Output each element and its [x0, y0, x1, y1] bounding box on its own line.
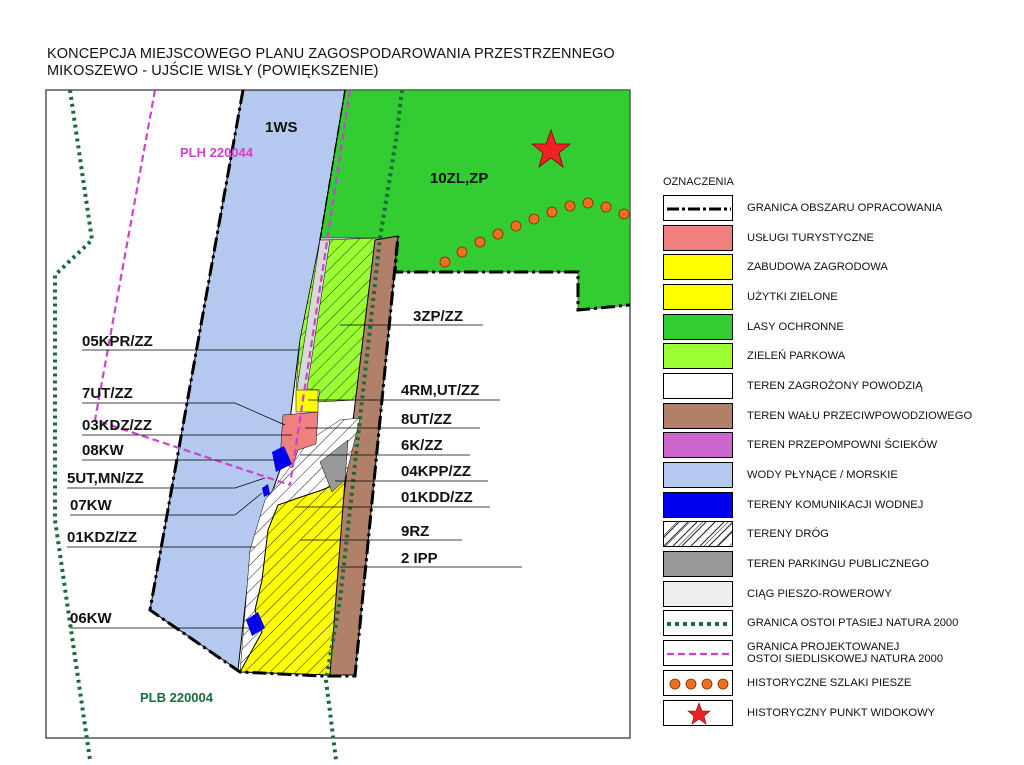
swatch-park: [663, 343, 733, 370]
swatch-levee: [663, 402, 733, 429]
label-01kdz: 01KDZ/ZZ: [67, 529, 137, 546]
swatch-pump: [663, 432, 733, 459]
label-01kdd: 01KDD/ZZ: [401, 489, 473, 506]
label-8ut: 8UT/ZZ: [401, 411, 452, 428]
legend-item: UŻYTKI ZIELONE: [663, 282, 1013, 312]
label-07kw: 07KW: [70, 497, 113, 514]
legend: GRANICA OBSZARU OPRACOWANIA USŁUGI TURYS…: [663, 193, 1013, 727]
legend-item: ZABUDOWA ZAGRODOWA: [663, 252, 1013, 282]
legend-item: GRANICA OBSZARU OPRACOWANIA: [663, 193, 1013, 223]
label-05kpr: 05KPR/ZZ: [82, 333, 153, 350]
label-08kw: 08KW: [82, 442, 125, 459]
label-6k: 6K/ZZ: [401, 437, 443, 454]
legend-title: OZNACZENIA: [663, 176, 734, 188]
map-title-line1: KONCEPCJA MIEJSCOWEGO PLANU ZAGOSPODAROW…: [47, 46, 615, 62]
legend-item: LASY OCHRONNE: [663, 312, 1013, 342]
swatch-farm: [663, 254, 733, 281]
comm-water-06kw: [246, 612, 265, 636]
legend-item: GRANICA OSTOI PTASIEJ NATURA 2000: [663, 609, 1013, 639]
natura-bird-boundary-right: [323, 89, 404, 761]
legend-item: TERENY KOMUNIKACJI WODNEJ: [663, 490, 1013, 520]
comm-water-07kw: [262, 484, 270, 497]
swatch-trail: [663, 669, 733, 696]
swatch-flood: [663, 372, 733, 399]
swatch-water: [663, 462, 733, 489]
legend-item: TEREN ZAGROŻONY POWODZIĄ: [663, 371, 1013, 401]
swatch-natura-bird: [663, 610, 733, 637]
label-04kpp: 04KPP/ZZ: [401, 463, 471, 480]
map-title-line2: MIKOSZEWO - UJŚCIE WISŁY (POWIĘKSZENIE): [47, 63, 379, 79]
legend-item: GRANICA PROJEKTOWANEJ OSTOI SIEDLISKOWEJ…: [663, 638, 1013, 668]
legend-item: TEREN WAŁU PRZECIWPOWODZIOWEGO: [663, 401, 1013, 431]
viewpoint-star-icon: [530, 128, 572, 169]
zone-label-10zlzp: 10ZL,ZP: [430, 170, 488, 187]
swatch-comm-water: [663, 491, 733, 518]
legend-item: HISTORYCZNY PUNKT WIDOKOWY: [663, 698, 1013, 728]
swatch-meadow: [663, 283, 733, 310]
legend-item: ZIELEŃ PARKOWA: [663, 341, 1013, 371]
parking-area: [319, 439, 349, 493]
legend-item: TEREN PRZEPOMPOWNI ŚCIEKÓW: [663, 431, 1013, 461]
label-plh: PLH 220044: [180, 145, 254, 160]
left-labels: 05KPR/ZZ 7UT/ZZ 03KDZ/ZZ 08KW 5UT,MN/ZZ …: [67, 333, 298, 629]
legend-item: CIĄG PIESZO-ROWEROWY: [663, 579, 1013, 609]
legend-item: USŁUGI TURYSTYCZNE: [663, 223, 1013, 253]
natura-habitat-boundary: [93, 89, 291, 487]
legend-item: WODY PŁYNĄCE / MORSKIE: [663, 460, 1013, 490]
legend-item: TERENY DRÓG: [663, 520, 1013, 550]
swatch-natura-habitat: [663, 640, 733, 667]
label-3zp: 3ZP/ZZ: [413, 308, 463, 325]
label-06kw: 06KW: [70, 610, 113, 627]
comm-water-08kw: [272, 446, 292, 472]
star-icon: [687, 701, 711, 725]
label-03kdz: 03KDZ/ZZ: [82, 417, 152, 434]
swatch-tourism: [663, 224, 733, 251]
right-labels: 3ZP/ZZ 4RM,UT/ZZ 8UT/ZZ 6K/ZZ 04KPP/ZZ 0…: [295, 308, 522, 568]
swatch-boundary: [663, 194, 733, 221]
legend-item: HISTORYCZNE SZLAKI PIESZE: [663, 668, 1013, 698]
study-boundary: [148, 89, 631, 678]
swatch-bike-path: [663, 580, 733, 607]
label-2ipp: 2 IPP: [401, 550, 438, 567]
swatch-forest: [663, 313, 733, 340]
historic-trail: [439, 197, 630, 268]
swatch-parking: [663, 551, 733, 578]
label-plb: PLB 220004: [140, 690, 214, 705]
rm-area: [295, 389, 319, 413]
legend-item: TEREN PARKINGU PUBLICZNEGO: [663, 549, 1013, 579]
map-title: KONCEPCJA MIEJSCOWEGO PLANU ZAGOSPODAROW…: [47, 46, 615, 80]
label-5ut: 5UT,MN/ZZ: [67, 470, 144, 487]
label-9rz: 9RZ: [401, 523, 429, 540]
zone-label-1ws: 1WS: [265, 119, 298, 136]
label-7ut: 7UT/ZZ: [82, 385, 133, 402]
swatch-viewpoint: [663, 699, 733, 726]
swatch-roads: [663, 521, 733, 548]
label-4rm: 4RM,UT/ZZ: [401, 382, 479, 399]
